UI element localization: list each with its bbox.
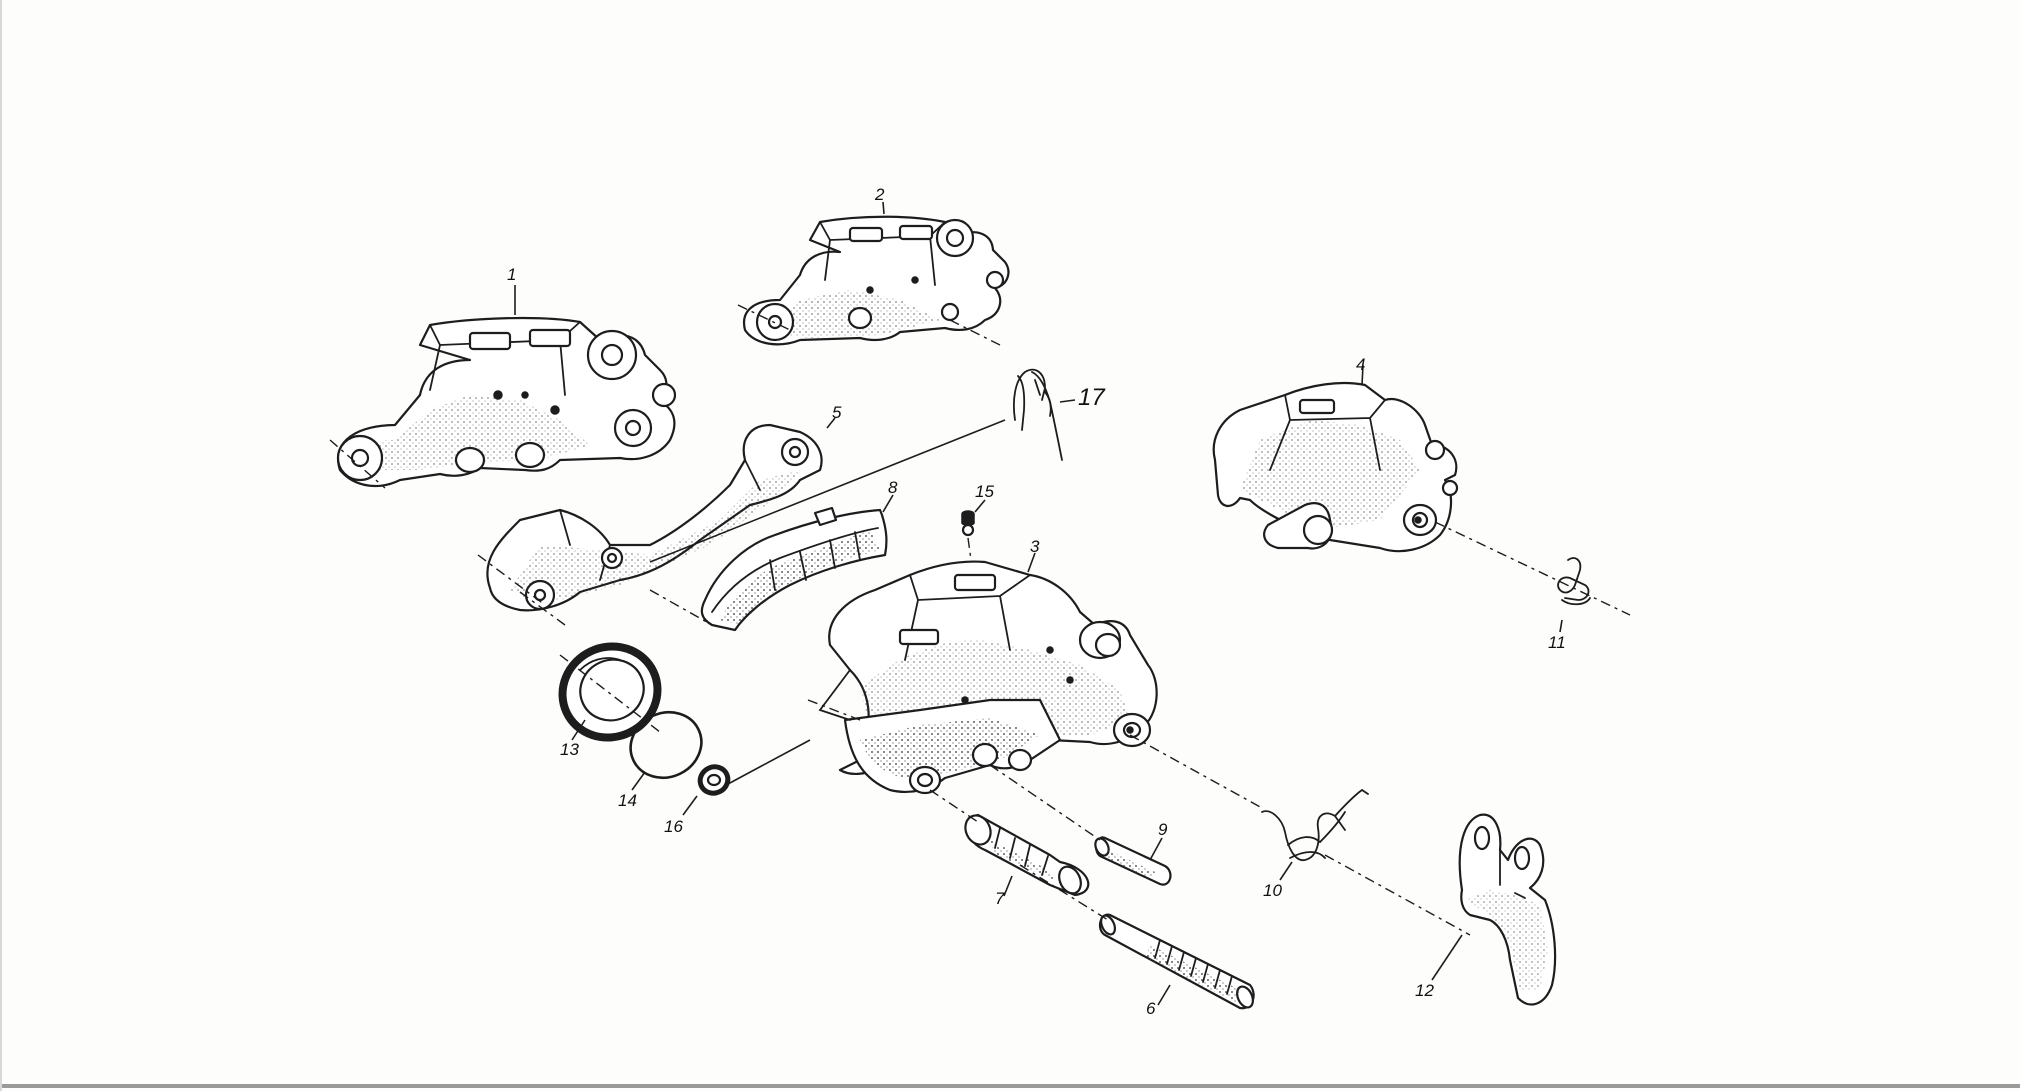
callout-14: 14	[618, 791, 637, 810]
page-bottom-rule	[0, 1084, 2020, 1088]
callout-11: 11	[1548, 633, 1566, 652]
piston-seal-16	[697, 764, 731, 796]
torsion-spring-10	[1261, 788, 1369, 861]
carrier-bracket-5	[486, 423, 823, 612]
caliper-assembly-4	[1212, 381, 1459, 553]
bleed-nipple-15	[961, 510, 975, 537]
callout-17: 17	[1078, 384, 1106, 411]
spring-clip-11	[1557, 557, 1591, 606]
callout-15: 15	[975, 482, 994, 501]
brake-pad-8	[700, 506, 888, 632]
callout-13: 13	[560, 740, 579, 759]
callout-12: 12	[1415, 981, 1434, 1000]
lever-bracket-12	[1458, 813, 1557, 1006]
caliper-assembly-1	[336, 316, 677, 487]
callout-3: 3	[1030, 537, 1040, 556]
callout-6: 6	[1146, 999, 1156, 1018]
caliper-housing-3	[818, 560, 1158, 795]
callout-2: 2	[874, 185, 885, 204]
callout-16: 16	[664, 817, 683, 836]
callout-1: 1	[507, 265, 516, 284]
callout-7: 7	[995, 889, 1005, 908]
dust-seal-13	[558, 642, 662, 742]
callout-8: 8	[888, 478, 898, 497]
callout-10: 10	[1263, 881, 1282, 900]
page-left-edge	[0, 0, 2, 1091]
o-ring-14	[629, 710, 703, 780]
callout-9: 9	[1158, 820, 1168, 839]
guide-pin-boot-7	[964, 813, 1090, 897]
caliper-assembly-2	[742, 215, 1010, 346]
callout-4: 4	[1356, 355, 1365, 374]
spring-clip-17	[1012, 368, 1063, 461]
callout-5: 5	[832, 403, 842, 422]
guide-bolt-6	[1098, 913, 1255, 1010]
